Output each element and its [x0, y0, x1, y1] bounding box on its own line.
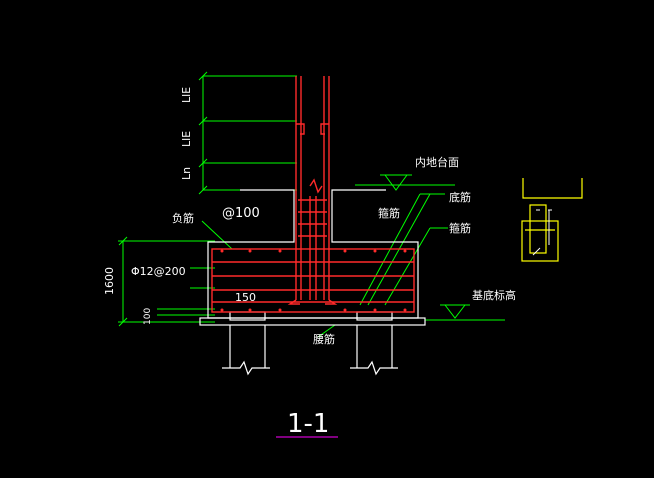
- label-dim-150: 150: [235, 291, 256, 304]
- dimension-lines: [118, 75, 505, 338]
- label-base-elev: 基底标高: [472, 288, 516, 302]
- label-rebar-note: Φ12@200: [131, 265, 186, 278]
- label-height-total: 1600: [103, 267, 116, 295]
- column-detail-hatch: [532, 209, 552, 256]
- label-side-rebar: 箍筋: [449, 221, 471, 235]
- label-hoop-rebar: 箍筋: [378, 206, 400, 220]
- foundation-outline: [199, 189, 426, 376]
- label-height-bottom: 100: [143, 308, 153, 325]
- label-lle-lower: LlE: [180, 131, 193, 147]
- column-detail: [521, 178, 583, 262]
- label-indoor-floor: 内地台面: [415, 155, 459, 169]
- label-spacing: @100: [222, 206, 260, 221]
- rebar-lines: [211, 76, 415, 313]
- rebar-dots: [220, 249, 407, 312]
- elevation-markers: [380, 174, 470, 319]
- label-pile-rebar: 腰筋: [313, 332, 335, 346]
- label-ln: Ln: [180, 167, 193, 180]
- dimension-ticks: [118, 71, 208, 327]
- section-title: 1-1: [287, 409, 329, 439]
- label-neg-rebar: 负筋: [172, 211, 194, 225]
- label-bottom-rebar: 底筋: [449, 190, 471, 204]
- labels: LlE LlE Ln 1600 100 内地台面 @100 负筋 箍筋 底筋 箍…: [103, 87, 516, 439]
- label-lle-upper: LlE: [180, 87, 193, 103]
